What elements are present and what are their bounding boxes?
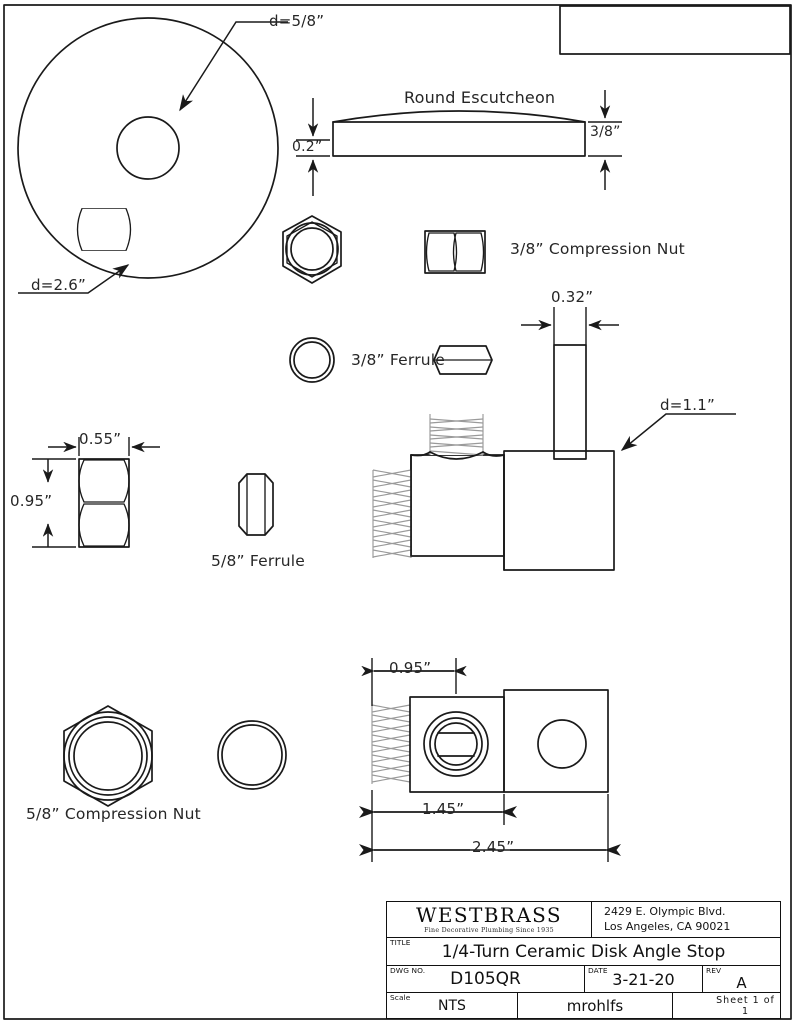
title-row: TITLE 1/4-Turn Ceramic Disk Angle Stop [387, 938, 780, 966]
escutcheon-side-view [296, 90, 622, 196]
valve-top-view [359, 658, 621, 862]
label-round-escutcheon: Round Escutcheon [404, 88, 556, 107]
ferrule-58-side-view [238, 473, 274, 536]
scale-author-sheet-row: Scale NTS mrohlfs Sheet 1 of 1 [387, 993, 780, 1018]
ferrule-58-end-view [217, 720, 287, 790]
label-body-diameter: d=1.1” [660, 396, 715, 414]
label-inlet-length: 0.95” [389, 659, 432, 677]
date-tag: DATE [588, 966, 608, 975]
dwg-number-value: D105QR [450, 969, 521, 989]
rev-value: A [736, 973, 747, 992]
rev-cell: REV A [703, 966, 780, 992]
label-mid-length: 1.45” [422, 800, 465, 818]
hex-nut-38-side-view [424, 230, 486, 274]
label-compression-nut-58: 5/8” Compression Nut [26, 805, 201, 823]
title-tag: TITLE [390, 938, 411, 947]
label-compression-nut-38: 3/8” Compression Nut [510, 240, 685, 258]
title-block-header-row: WESTBRASS Fine Decorative Plumbing Since… [387, 902, 780, 938]
author-value: mrohlfs [566, 996, 624, 1015]
address-line-1: 2429 E. Olympic Blvd. [604, 904, 726, 918]
author-cell: mrohlfs [518, 993, 673, 1018]
address-line-2: Los Angeles, CA 90021 [604, 919, 731, 933]
label-escutcheon-flat-thickness: 0.2” [292, 139, 323, 155]
sheet-value: Sheet 1 of 1 [716, 994, 775, 1017]
company-address: 2429 E. Olympic Blvd. Los Angeles, CA 90… [592, 902, 780, 937]
dwgno-tag: DWG NO. [390, 966, 426, 975]
label-escutcheon-hole-dia: d=5/8” [269, 12, 325, 30]
dwg-number-cell: DWG NO. D105QR [387, 966, 585, 992]
rev-tag: REV [706, 966, 722, 975]
dwg-date-rev-row: DWG NO. D105QR DATE 3-21-20 REV A [387, 966, 780, 993]
label-nut-width: 0.55” [79, 430, 122, 448]
hex-nut-38-end-view [282, 215, 342, 284]
scale-tag: Scale [390, 993, 411, 1002]
company-tagline: Fine Decorative Plumbing Since 1935 [424, 927, 554, 935]
label-total-length: 2.45” [472, 838, 515, 856]
label-escutcheon-edge-thickness: 3/8” [590, 124, 621, 140]
drawing-title-value: 1/4-Turn Ceramic Disk Angle Stop [441, 941, 726, 962]
valve-body-side-view [372, 307, 736, 571]
date-value: 3-21-20 [612, 969, 675, 989]
label-nut-height: 0.95” [10, 492, 53, 510]
ferrule-38-end-view [289, 337, 335, 383]
nut-58-side-view [32, 208, 160, 548]
drawing-title-cell: TITLE 1/4-Turn Ceramic Disk Angle Stop [387, 938, 780, 965]
ferrule-38-side-view [433, 345, 493, 375]
label-ferrule-58: 5/8” Ferrule [211, 552, 306, 570]
label-ferrule-38: 3/8” Ferrule [351, 351, 446, 369]
compression-nut-58-end-view [63, 705, 153, 807]
date-cell: DATE 3-21-20 [585, 966, 703, 992]
label-stem-width: 0.32” [551, 288, 594, 306]
drawing-border [3, 4, 792, 1020]
title-block: WESTBRASS Fine Decorative Plumbing Since… [386, 901, 781, 1019]
company-logo: WESTBRASS Fine Decorative Plumbing Since… [387, 902, 592, 937]
label-escutcheon-outer-dia: d=2.6” [31, 276, 86, 294]
scale-value: NTS [438, 997, 466, 1014]
company-name: WESTBRASS [415, 902, 563, 927]
scale-cell: Scale NTS [387, 993, 518, 1018]
sheet-cell: Sheet 1 of 1 [673, 993, 780, 1018]
escutcheon-face-view [17, 17, 288, 294]
